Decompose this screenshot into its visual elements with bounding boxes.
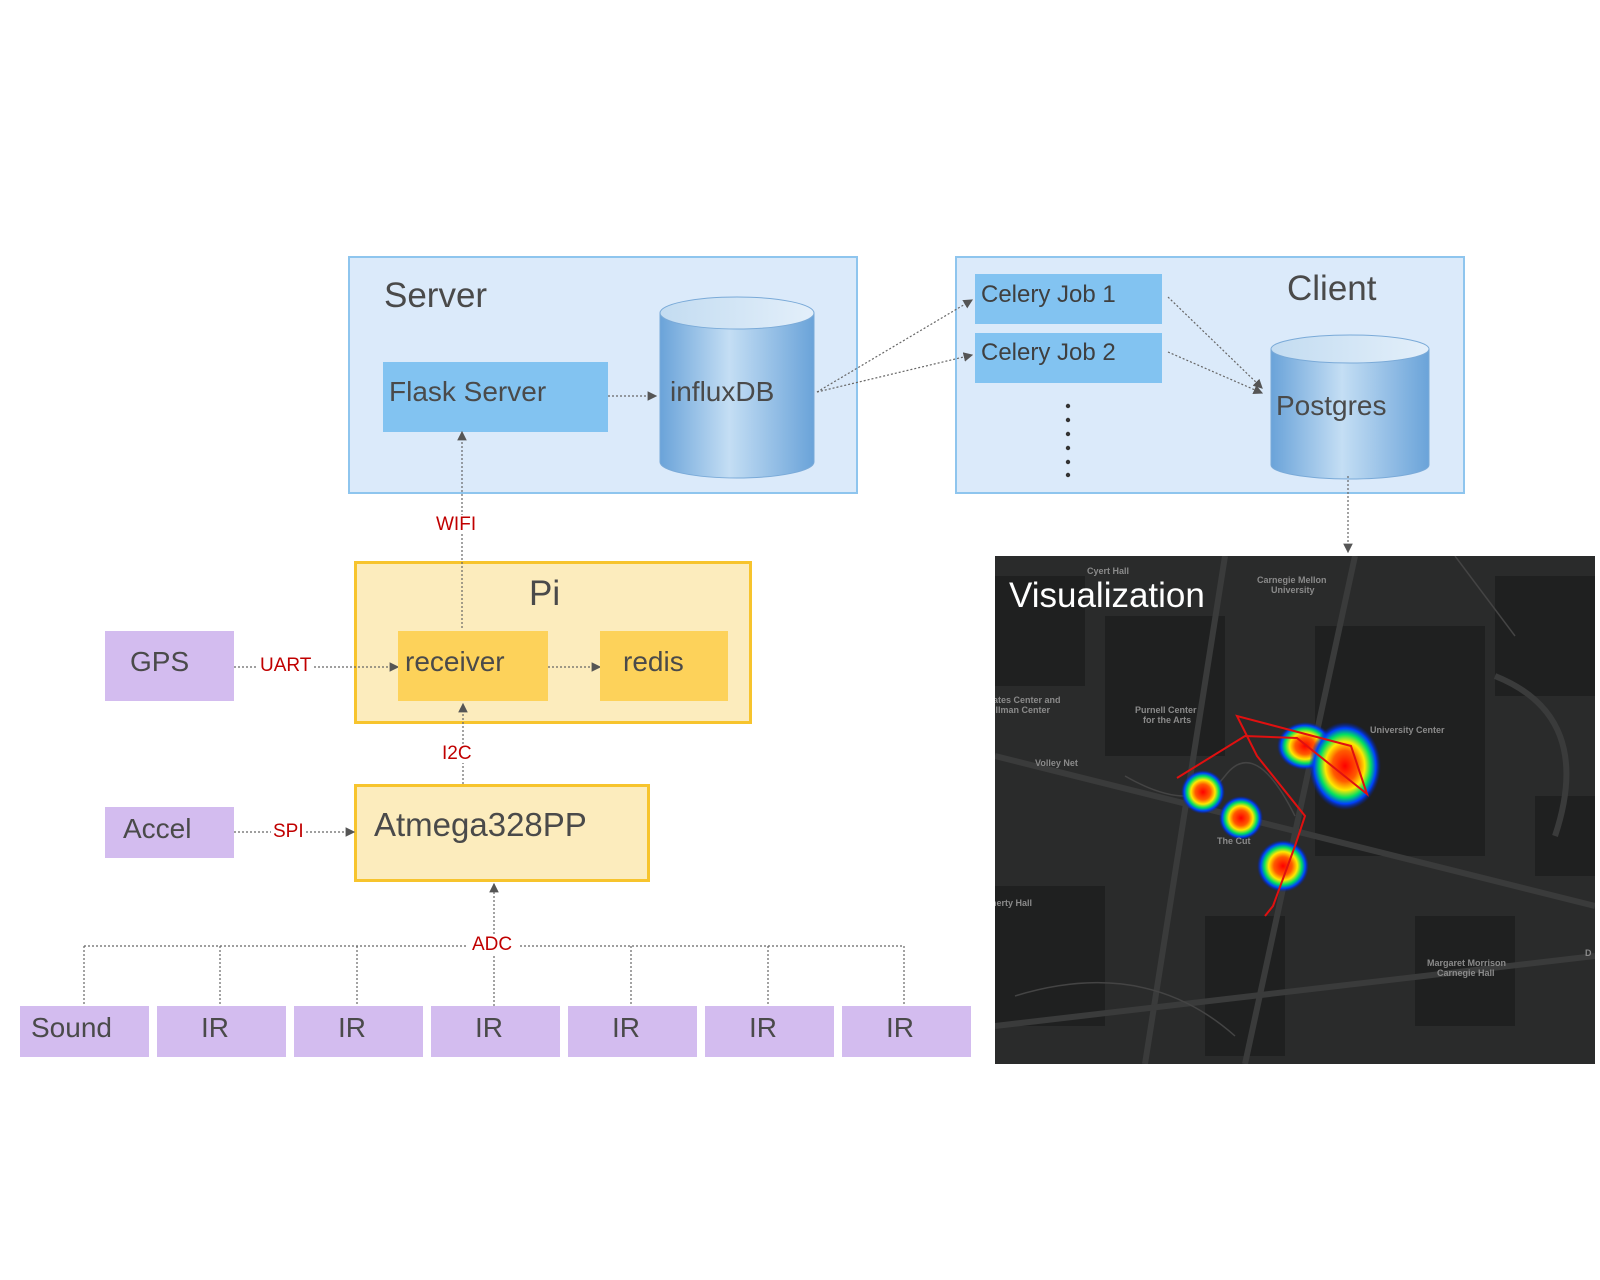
- client-title: Client: [1287, 269, 1377, 308]
- accel-box[interactable]: [105, 807, 234, 858]
- map-label: Purnell Center: [1135, 705, 1197, 715]
- celery-job-2-label: Celery Job 2: [981, 339, 1116, 366]
- gps-label: GPS: [130, 646, 190, 677]
- map-label: herty Hall: [995, 898, 1032, 908]
- ir-sensor-label: IR: [886, 1012, 914, 1043]
- receiver-label: receiver: [405, 646, 505, 677]
- map-label: for the Arts: [1143, 715, 1191, 725]
- redis-label: redis: [623, 646, 684, 677]
- map-label: The Cut: [1217, 836, 1251, 846]
- adc-label: ADC: [466, 935, 519, 954]
- visualization-map[interactable]: Cyert Hall Carnegie Mellon University at…: [995, 556, 1595, 1064]
- ir-sensor-label: IR: [612, 1012, 640, 1043]
- gps-box[interactable]: [105, 631, 234, 701]
- wifi-label: WIFI: [434, 514, 479, 535]
- postgres-cylinder[interactable]: [1270, 334, 1430, 480]
- uart-label: UART: [258, 655, 314, 676]
- influxdb-cylinder[interactable]: [659, 296, 815, 479]
- sound-sensor-label: Sound: [31, 1012, 112, 1043]
- map-label: illman Center: [995, 705, 1051, 715]
- celery-job-1-label: Celery Job 1: [981, 281, 1116, 308]
- accel-label: Accel: [123, 813, 192, 844]
- ir-sensor-label: IR: [338, 1012, 366, 1043]
- map-label: D: [1585, 948, 1592, 958]
- map-label: Volley Net: [1035, 758, 1078, 768]
- visualization-title: Visualization: [1009, 576, 1205, 615]
- server-title: Server: [384, 276, 488, 315]
- receiver-box[interactable]: [398, 631, 548, 701]
- celery-job-2-box[interactable]: [975, 333, 1162, 383]
- i2c-label: I2C: [440, 743, 474, 764]
- ir-sensor-box[interactable]: [157, 1006, 286, 1057]
- map-label: Carnegie Hall: [1437, 968, 1495, 978]
- influxdb-label: influxDB: [670, 376, 775, 407]
- atmega-label: Atmega328PP: [374, 806, 587, 843]
- map-label: University: [1271, 585, 1315, 595]
- ir-sensor-box[interactable]: [294, 1006, 423, 1057]
- sound-sensor-box[interactable]: [20, 1006, 149, 1057]
- flask-server-label: Flask Server: [389, 376, 547, 407]
- redis-box[interactable]: [600, 631, 728, 701]
- map-label: Margaret Morrison: [1427, 958, 1506, 968]
- ir-sensor-box[interactable]: [705, 1006, 834, 1057]
- heatmap-graphic: Cyert Hall Carnegie Mellon University at…: [995, 556, 1595, 1064]
- map-label: University Center: [1370, 725, 1445, 735]
- map-label: Carnegie Mellon: [1257, 575, 1327, 585]
- ir-sensor-box[interactable]: [842, 1006, 971, 1057]
- ir-sensor-label: IR: [749, 1012, 777, 1043]
- celery-job-1-box[interactable]: [975, 274, 1162, 324]
- pi-title: Pi: [529, 574, 561, 613]
- ir-sensor-box[interactable]: [568, 1006, 697, 1057]
- map-label: Cyert Hall: [1087, 566, 1129, 576]
- map-label: ates Center and: [995, 695, 1061, 705]
- ir-sensor-box[interactable]: [431, 1006, 560, 1057]
- postgres-label: Postgres: [1276, 390, 1387, 421]
- flask-server-box[interactable]: [383, 362, 608, 432]
- ir-sensor-label: IR: [201, 1012, 229, 1043]
- more-jobs-ellipsis: [1065, 403, 1071, 478]
- ir-sensor-label: IR: [475, 1012, 503, 1043]
- spi-label: SPI: [271, 821, 306, 842]
